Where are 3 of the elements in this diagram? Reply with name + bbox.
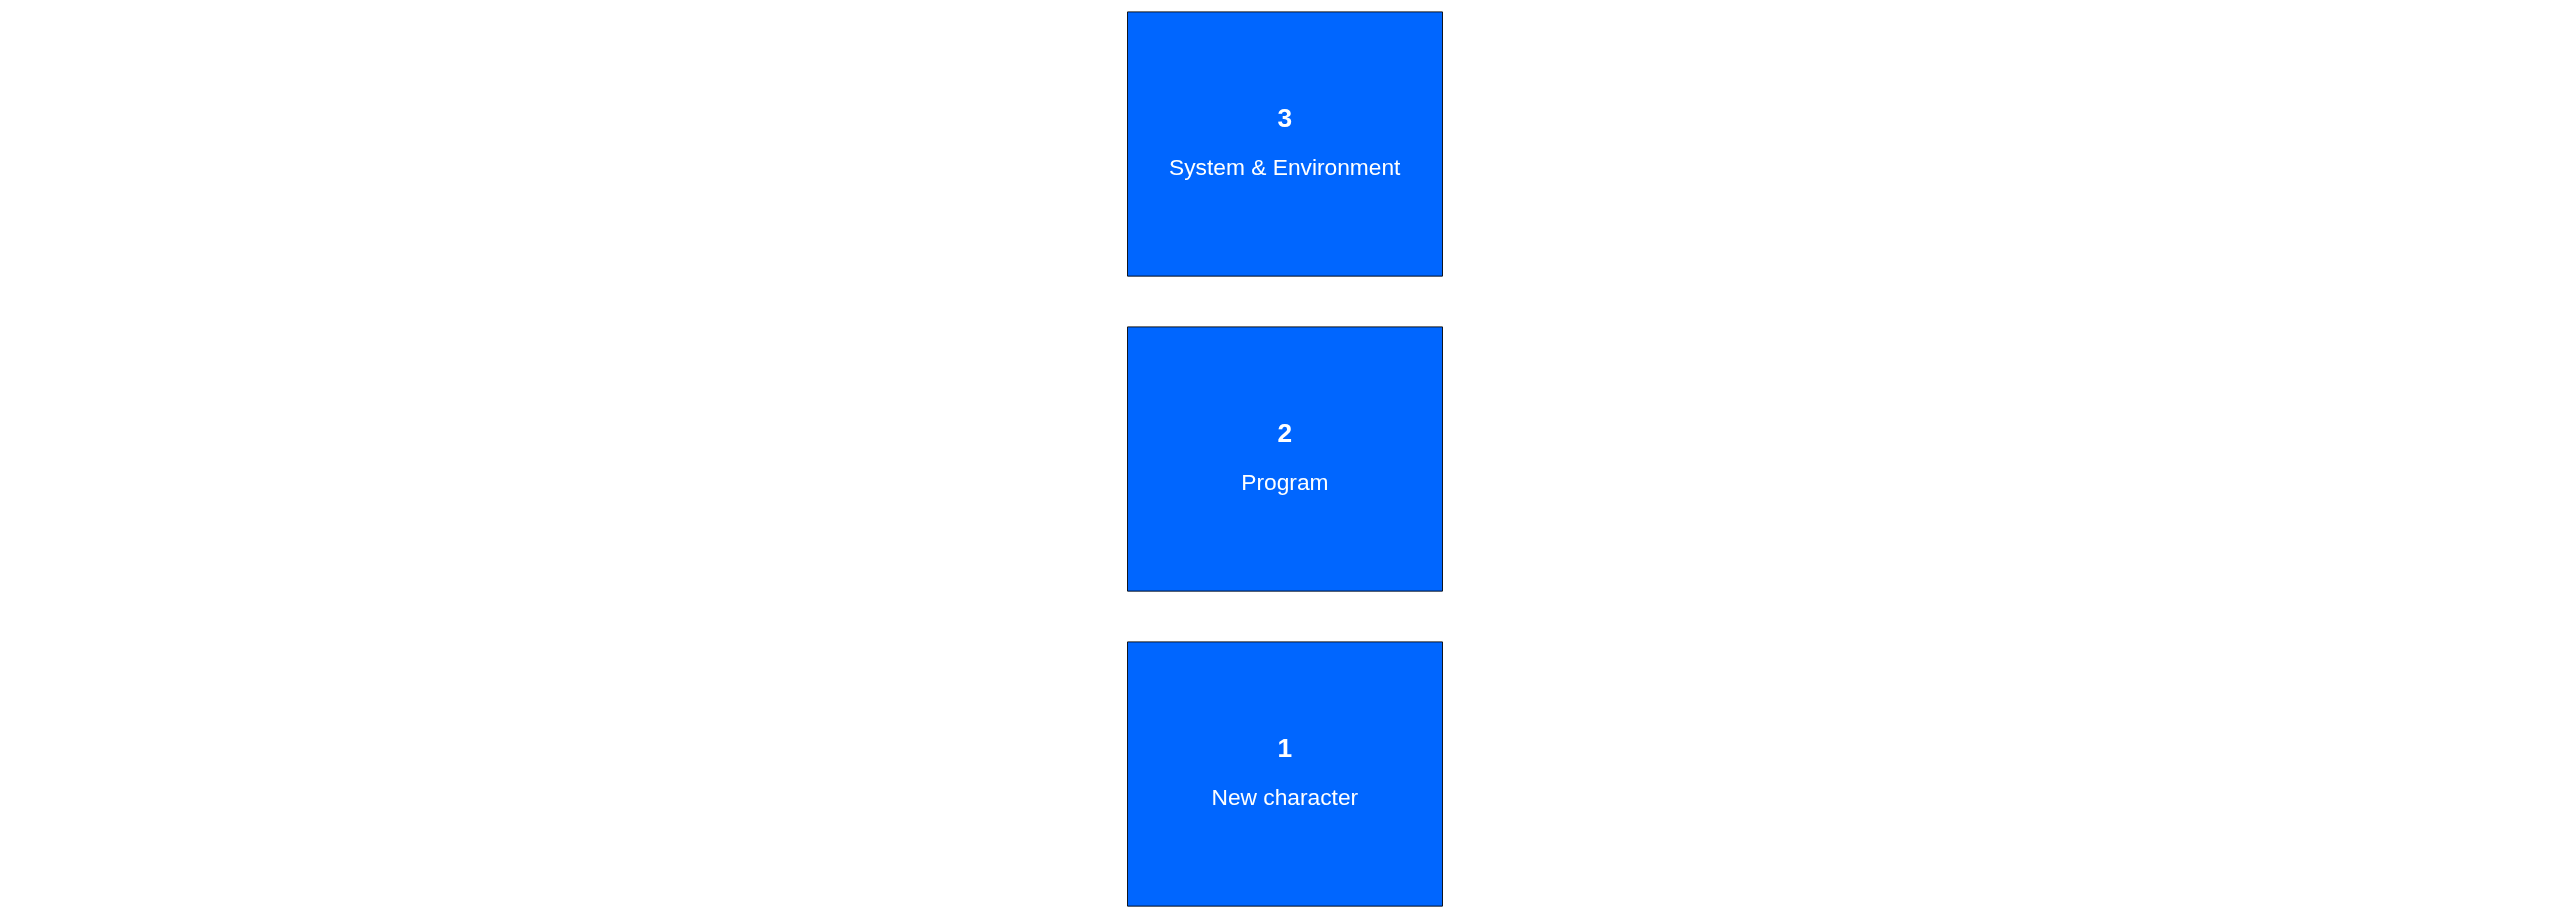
- node-box: 1 New character: [1126, 641, 1443, 907]
- node-box: 2 Program: [1126, 326, 1443, 592]
- node-box: 3 System & Environment: [1126, 11, 1443, 277]
